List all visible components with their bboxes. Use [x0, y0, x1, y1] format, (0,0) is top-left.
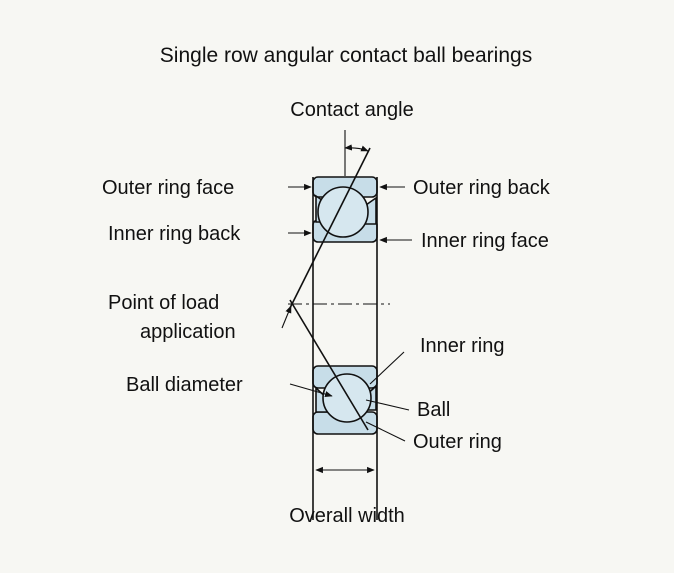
upper-bearing-section — [312, 176, 378, 243]
label-point-of-load-line2: application — [140, 321, 236, 343]
label-outer-ring-back: Outer ring back — [413, 177, 551, 199]
load-line-geometry — [288, 147, 390, 431]
load-line-upper — [289, 147, 371, 309]
diagram-title: Single row angular contact ball bearings — [160, 44, 532, 67]
extension-lines — [312, 177, 378, 520]
ball-lower — [322, 373, 372, 423]
label-overall-width: Overall width — [289, 505, 405, 527]
label-ball-diameter: Ball diameter — [126, 374, 243, 396]
label-inner-ring-back: Inner ring back — [108, 223, 241, 245]
load-line-lower — [289, 299, 369, 431]
label-inner-ring-face: Inner ring face — [421, 230, 549, 252]
ball-upper — [317, 186, 369, 238]
label-ball: Ball — [417, 399, 450, 421]
contact-angle-indicator — [344, 130, 369, 176]
label-point-of-load-line1: Point of load — [108, 292, 219, 314]
label-inner-ring: Inner ring — [420, 335, 505, 357]
label-outer-ring-face: Outer ring face — [102, 177, 234, 199]
label-contact-angle: Contact angle — [290, 99, 413, 121]
label-outer-ring: Outer ring — [413, 431, 502, 453]
